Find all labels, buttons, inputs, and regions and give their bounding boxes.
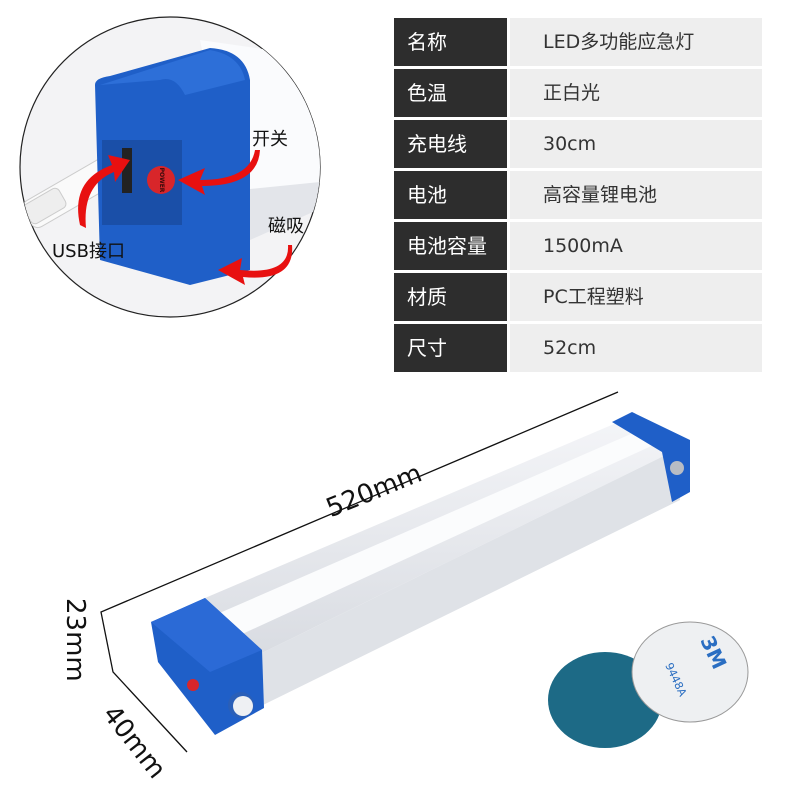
power-button xyxy=(187,679,199,691)
callout-switch: 开关 xyxy=(252,129,288,150)
spec-row-battery: 电池高容量锂电池 xyxy=(394,171,762,219)
arrow-usb-icon xyxy=(78,155,130,228)
arrow-magnet-icon xyxy=(218,245,293,285)
right-end-cap xyxy=(612,412,690,502)
spec-label: 电池容量 xyxy=(394,222,507,270)
spec-row-color-temp: 色温正白光 xyxy=(394,69,762,117)
spec-label: 尺寸 xyxy=(394,324,507,372)
spec-value: 正白光 xyxy=(510,69,762,117)
detail-magnifier xyxy=(19,16,321,318)
magnet-discs: 9448A 3M xyxy=(548,621,749,748)
spec-label: 材质 xyxy=(394,273,507,321)
spec-value: LED多功能应急灯 xyxy=(510,18,762,66)
callout-magnet: 磁吸 xyxy=(268,216,304,237)
spec-value: 1500mA xyxy=(510,222,762,270)
arrow-switch-icon xyxy=(178,150,260,195)
spec-label: 充电线 xyxy=(394,120,507,168)
adhesive-disc-logo xyxy=(631,621,749,723)
dimension-lines xyxy=(100,391,619,753)
spec-value: 高容量锂电池 xyxy=(510,171,762,219)
spec-value: 30cm xyxy=(510,120,762,168)
spec-value: 52cm xyxy=(510,324,762,372)
callout-usb-port: USB接口 xyxy=(52,241,125,262)
spec-label: 电池 xyxy=(394,171,507,219)
spec-value: PC工程塑料 xyxy=(510,273,762,321)
end-cap-closeup xyxy=(95,48,250,285)
power-button xyxy=(147,166,175,194)
lamp-body xyxy=(151,412,690,735)
power-button-label: POWER xyxy=(158,167,165,193)
spec-label: 名称 xyxy=(394,18,507,66)
spec-label: 色温 xyxy=(394,69,507,117)
dimension-height: 23mm xyxy=(60,598,90,682)
